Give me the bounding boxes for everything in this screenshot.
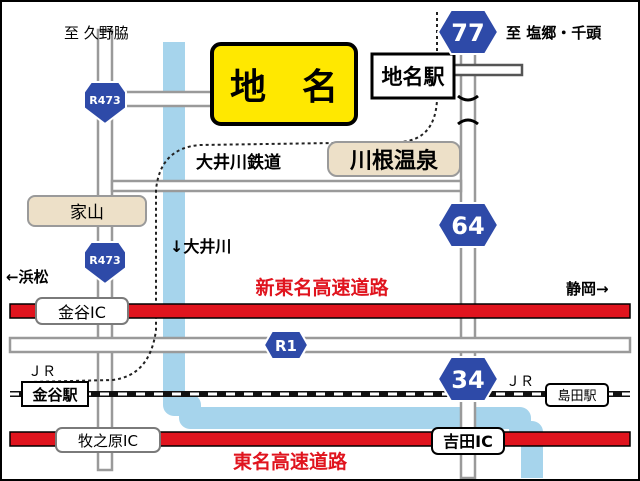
yoshida-ic-box: [431, 427, 505, 455]
shin-tomei-label: 新東名高速道路: [255, 276, 389, 299]
oigawa-river-label: ↓大井川: [170, 237, 231, 256]
main-station-box: [210, 42, 358, 126]
main-station-label: 地 名: [230, 67, 338, 108]
jr-right-label: ＪＲ: [506, 374, 534, 390]
ieyama-box: [27, 195, 147, 227]
route-shield-34: 34: [436, 356, 500, 402]
bridge-mark: [457, 94, 479, 126]
ieyama-label: 家山: [70, 203, 104, 223]
road-station-top: [450, 63, 524, 77]
yoshida-ic-label: 吉田IC: [443, 432, 493, 451]
oigawa-railway-label: 大井川鉄道: [196, 152, 281, 173]
r64-label: 64: [451, 212, 484, 240]
kanaya-ic-box: [35, 297, 129, 325]
route-shield-r473-top: R473: [83, 81, 127, 126]
route-shield-77: 77: [436, 9, 500, 55]
to-shiogo-label: 至 塩郷・千頭: [506, 24, 602, 42]
r1-label: R1: [275, 337, 297, 355]
road-ieyama-connector: [110, 179, 463, 193]
to-shizuoka-label: 静岡→: [566, 280, 609, 298]
makinohara-ic-box: [55, 427, 161, 453]
onsen-box: [327, 141, 461, 177]
shin-tomei-expressway: [9, 303, 631, 319]
route-shield-64: 64: [436, 202, 500, 248]
route-shield-r1: R1: [262, 330, 310, 360]
r473-top-label: R473: [89, 94, 120, 107]
road-r1: [8, 336, 632, 354]
shimada-station-label: 島田駅: [557, 389, 596, 404]
onsen-label: 川根温泉: [349, 148, 439, 174]
r77-label: 77: [451, 19, 484, 47]
to-kunouwaki-label: 至 久野脇: [64, 24, 129, 42]
r34-label: 34: [451, 366, 484, 394]
route-shield-r473-mid: R473: [83, 241, 127, 286]
shimada-station-box: [545, 383, 609, 407]
roads: [8, 20, 632, 480]
jr-left-label: ＪＲ: [28, 364, 56, 380]
station-box-label: 地名駅: [382, 65, 446, 89]
station-box: [370, 52, 456, 100]
road-r77-vertical: [459, 20, 477, 480]
r473-mid-label: R473: [89, 254, 120, 267]
to-hamamatsu-label: ←浜松: [6, 268, 49, 286]
tomei-label: 東名高速道路: [233, 450, 348, 473]
kanaya-station-box: [21, 381, 89, 407]
makinohara-ic-label: 牧之原IC: [78, 432, 138, 450]
kanaya-ic-label: 金谷IC: [58, 303, 106, 322]
kanaya-station-label: 金谷駅: [31, 386, 78, 404]
oigawa-railway-track: [29, 12, 438, 383]
